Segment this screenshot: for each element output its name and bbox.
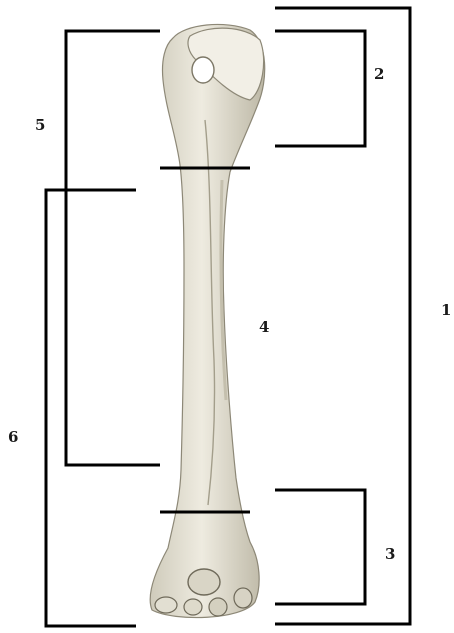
label-5: 5 [35, 116, 45, 134]
label-1: 1 [441, 301, 451, 319]
label-4: 4 [259, 318, 269, 336]
humerus-outline [150, 24, 265, 617]
bracket-1 [275, 8, 410, 624]
tubercle-fossa [192, 57, 214, 83]
humerus-bone [150, 24, 265, 617]
label-3: 3 [385, 545, 395, 563]
bracket-6 [46, 190, 136, 626]
label-2: 2 [374, 65, 384, 83]
bracket-3 [275, 490, 365, 604]
label-6: 6 [8, 428, 18, 446]
bracket-5 [66, 31, 160, 465]
bracket-2 [275, 31, 365, 146]
